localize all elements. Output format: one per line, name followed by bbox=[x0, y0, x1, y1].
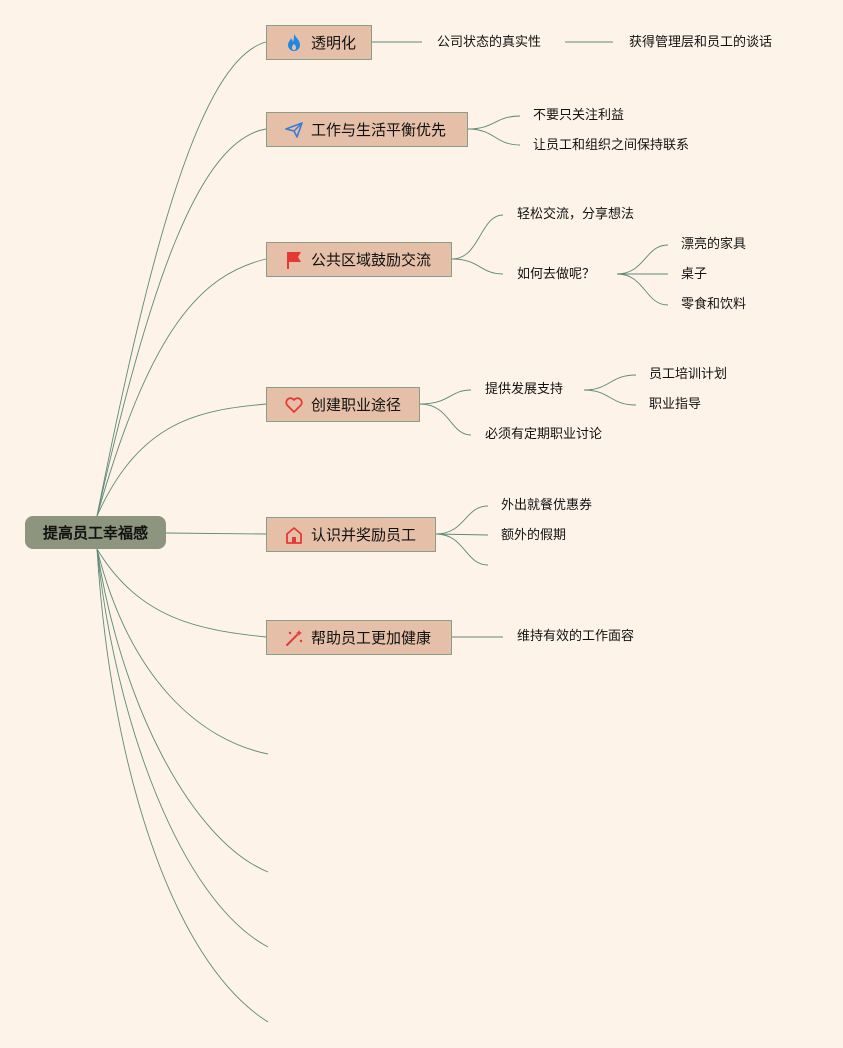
root-topic[interactable]: 提高员工幸福感 bbox=[25, 516, 166, 549]
node-company-status-truth[interactable]: 公司状态的真实性 bbox=[437, 35, 542, 50]
connector-root-topic-2 bbox=[96, 128, 267, 517]
node-effective-appearance[interactable]: 维持有效的工作面容 bbox=[517, 629, 635, 644]
topic-label: 透明化 bbox=[311, 34, 357, 52]
topic-recognize-reward[interactable]: 认识并奖励员工 bbox=[266, 517, 436, 552]
connector-root-empty-4 bbox=[96, 548, 269, 1023]
root-topic-label: 提高员工幸福感 bbox=[42, 524, 148, 542]
node-how-to-do[interactable]: 如何去做呢？ bbox=[517, 267, 596, 282]
flame-icon bbox=[284, 33, 304, 53]
topic-label: 帮助员工更加健康 bbox=[311, 629, 432, 647]
connector-root-topic-4 bbox=[96, 403, 267, 517]
node-career-guidance[interactable]: 职业指导 bbox=[649, 397, 702, 412]
flag-icon bbox=[284, 250, 304, 270]
connector-root-empty-1 bbox=[96, 548, 269, 755]
topic-label: 公共区域鼓励交流 bbox=[311, 251, 432, 269]
connector-root-empty-3 bbox=[96, 548, 269, 948]
node-dining-coupons[interactable]: 外出就餐优惠券 bbox=[501, 498, 593, 513]
node-development-support[interactable]: 提供发展支持 bbox=[485, 382, 564, 397]
node-snacks-drinks[interactable]: 零食和饮料 bbox=[681, 297, 747, 312]
topic-label: 创建职业途径 bbox=[311, 396, 402, 414]
topic-label: 认识并奖励员工 bbox=[311, 526, 417, 544]
connector-root-topic-5 bbox=[165, 532, 267, 535]
node-easy-exchange[interactable]: 轻松交流，分享想法 bbox=[517, 207, 635, 222]
node-training-plan[interactable]: 员工培训计划 bbox=[649, 367, 728, 382]
node-not-only-profit[interactable]: 不要只关注利益 bbox=[533, 108, 625, 123]
topic-transparency[interactable]: 透明化 bbox=[266, 25, 372, 60]
node-keep-connection[interactable]: 让员工和组织之间保持联系 bbox=[533, 138, 690, 153]
node-extra-holidays[interactable]: 额外的假期 bbox=[501, 528, 567, 543]
node-tables[interactable]: 桌子 bbox=[681, 267, 708, 282]
heart-icon bbox=[284, 395, 304, 415]
connector-root-topic-3 bbox=[96, 258, 267, 517]
topic-career-path[interactable]: 创建职业途径 bbox=[266, 387, 420, 422]
connector-root-topic-1 bbox=[96, 41, 267, 517]
paper-plane-icon bbox=[284, 120, 304, 140]
topic-healthier-staff[interactable]: 帮助员工更加健康 bbox=[266, 620, 452, 655]
topic-public-area[interactable]: 公共区域鼓励交流 bbox=[266, 242, 452, 277]
connector-root-topic-6 bbox=[96, 548, 267, 638]
topic-label: 工作与生活平衡优先 bbox=[311, 121, 447, 139]
house-icon bbox=[284, 525, 304, 545]
node-management-talks[interactable]: 获得管理层和员工的谈话 bbox=[629, 35, 773, 50]
node-nice-furniture[interactable]: 漂亮的家具 bbox=[681, 237, 747, 252]
connector-root-empty-2 bbox=[96, 548, 269, 873]
magic-wand-icon bbox=[284, 628, 304, 648]
node-career-discussion[interactable]: 必须有定期职业讨论 bbox=[485, 427, 603, 442]
topic-work-life-balance[interactable]: 工作与生活平衡优先 bbox=[266, 112, 468, 147]
